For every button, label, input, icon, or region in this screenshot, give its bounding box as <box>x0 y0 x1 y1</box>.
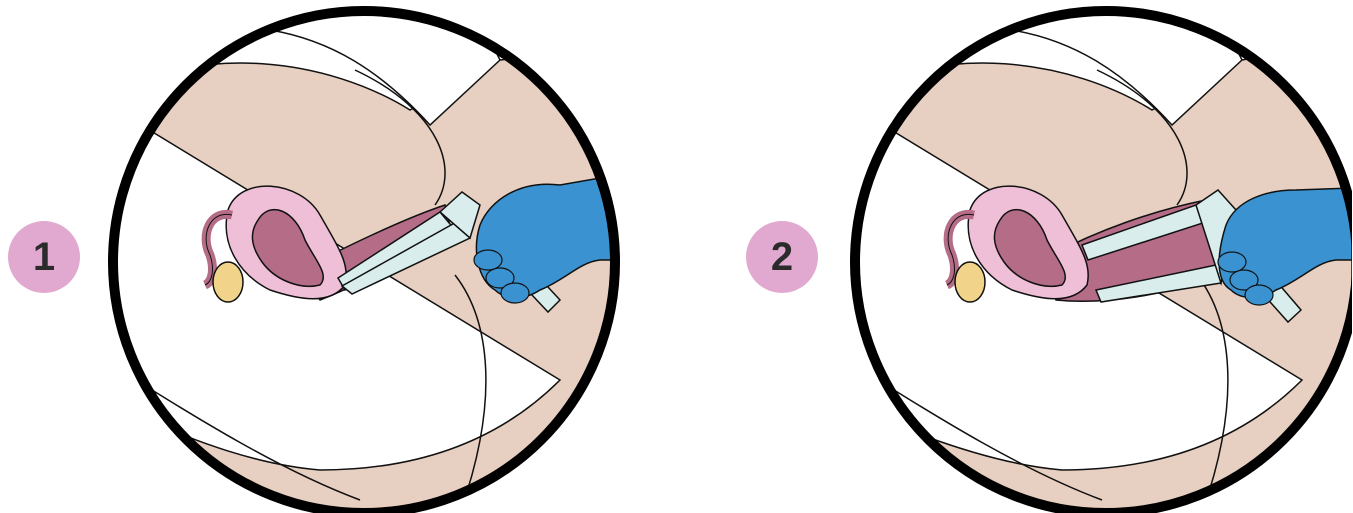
ovary-icon <box>955 262 985 302</box>
step-number-badge: 2 <box>746 221 818 293</box>
ovary-icon <box>213 262 243 302</box>
step-number-label: 2 <box>771 235 793 280</box>
step-number-badge: 1 <box>8 221 80 293</box>
step-number-label: 1 <box>33 235 55 280</box>
illustration-1 <box>0 0 676 513</box>
step-panel-2: 2 <box>676 0 1352 513</box>
step-panel-1: 1 <box>0 0 676 513</box>
